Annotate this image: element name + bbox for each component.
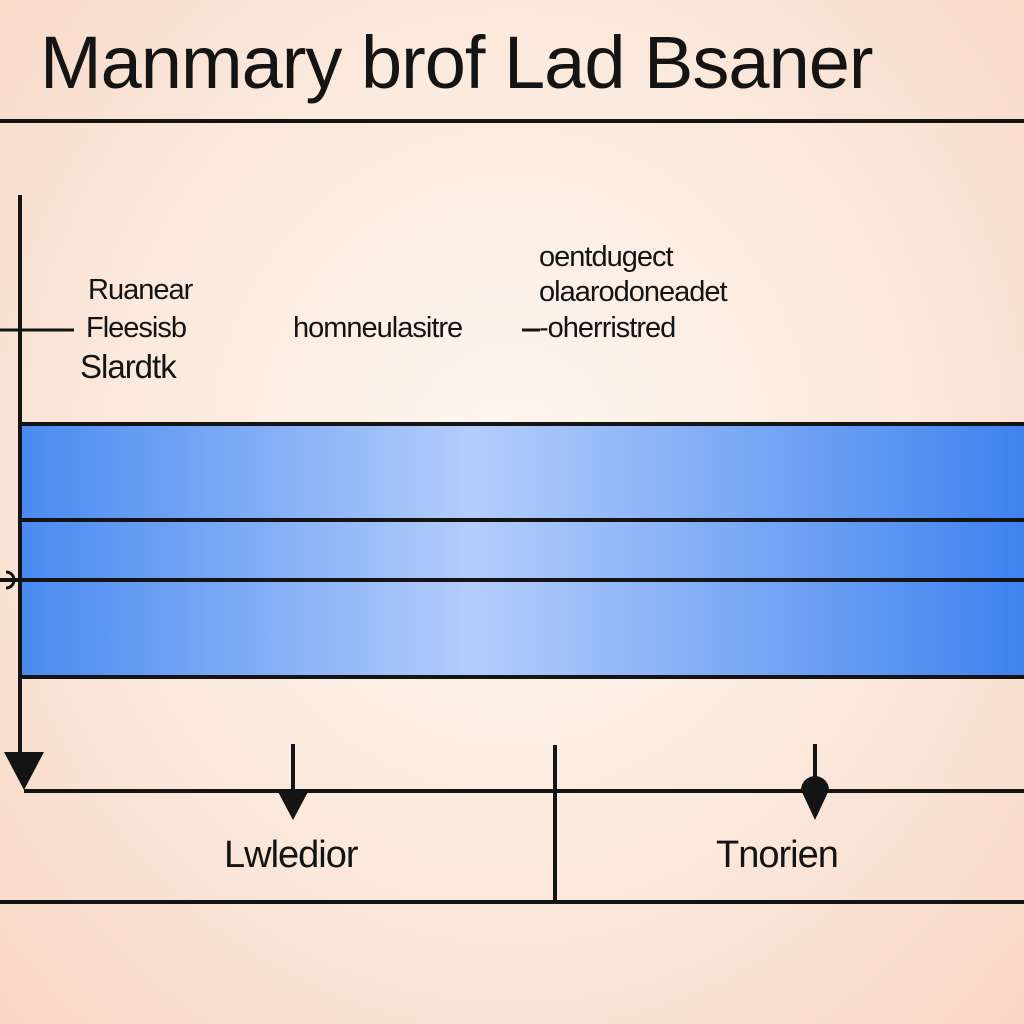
left-connector-icon bbox=[5, 570, 16, 590]
right-label-3: -oherristred bbox=[539, 312, 676, 344]
bottom-label-right: Tnorien bbox=[716, 834, 839, 876]
left-label-2: Fleesisb bbox=[86, 312, 187, 344]
left-label-3: Slardtk bbox=[80, 348, 177, 385]
down-arrow-icon bbox=[277, 790, 309, 820]
down-arrow-icon bbox=[4, 752, 44, 790]
blue-band bbox=[22, 424, 1024, 678]
pin-marker-icon bbox=[801, 776, 829, 820]
left-label-1: Ruanear bbox=[88, 274, 193, 306]
right-label-2: olaarodoneadet bbox=[539, 276, 728, 308]
right-label-1: oentdugect bbox=[539, 241, 674, 273]
middle-label: homneulasitre bbox=[293, 312, 463, 344]
bottom-label-left: Lwledior bbox=[224, 834, 359, 876]
diagram-title: Manmary brof Lad Bsaner bbox=[40, 21, 874, 104]
